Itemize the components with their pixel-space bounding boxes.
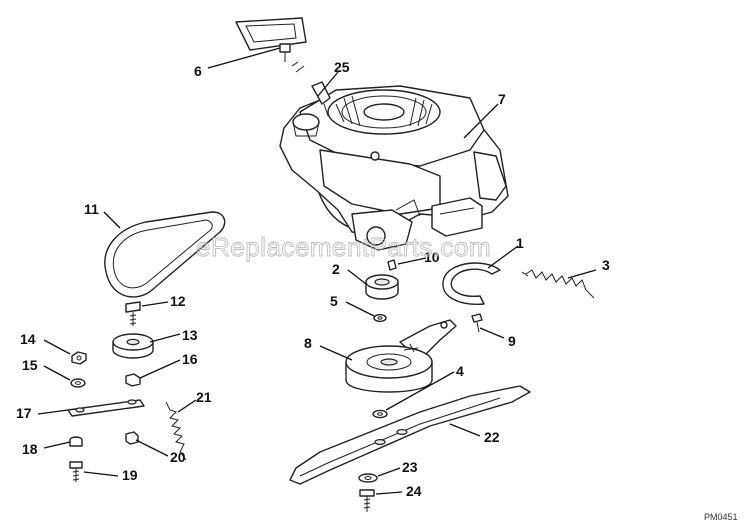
callout-4: 4: [456, 363, 464, 379]
callout-24: 24: [406, 483, 422, 499]
nut-16-illustration: [125, 373, 141, 387]
callout-13: 13: [182, 327, 198, 343]
pulley-13-illustration: [112, 333, 154, 359]
callout-3: 3: [602, 257, 610, 273]
bolt-19-illustration: [69, 461, 83, 482]
callout-22: 22: [484, 429, 500, 445]
callout-21: 21: [196, 389, 212, 405]
callout-17: 17: [16, 405, 32, 421]
belt-illustration: [104, 211, 226, 298]
washer-15-illustration: [70, 378, 86, 388]
callout-6: 6: [194, 63, 202, 79]
callout-19: 19: [122, 467, 138, 483]
spacer-18-illustration: [69, 436, 83, 447]
spring-3-illustration: [521, 269, 595, 299]
blade-22-illustration: [289, 385, 531, 485]
clutch-ring-1-illustration: [442, 262, 501, 305]
callout-20: 20: [170, 449, 186, 465]
bolt-24-illustration: [359, 489, 375, 512]
callout-8: 8: [304, 335, 312, 351]
callout-2: 2: [332, 261, 340, 277]
callout-12: 12: [170, 293, 186, 309]
callout-5: 5: [330, 293, 338, 309]
bolt-12-illustration: [125, 301, 141, 326]
figure-code: PM0451: [704, 512, 738, 522]
callout-11: 11: [84, 201, 99, 217]
key-10-illustration: [387, 259, 397, 271]
callout-25: 25: [334, 59, 350, 75]
callout-9: 9: [508, 333, 516, 349]
callout-23: 23: [402, 459, 418, 475]
engine-illustration: [279, 85, 509, 251]
callout-1: 1: [516, 235, 524, 251]
callout-7: 7: [498, 91, 506, 107]
callout-16: 16: [182, 351, 198, 367]
callout-10: 10: [424, 249, 440, 265]
spring-21-illustration: [165, 401, 187, 461]
screw-9-illustration: [471, 313, 483, 333]
nut-20-illustration: [125, 431, 139, 445]
pulley-2-illustration: [365, 274, 399, 300]
callouts: 1 2 3 4 5 6 7 8 9 10 11 12 13 14 15 16 1…: [16, 59, 610, 499]
leader-lines: [37, 47, 597, 495]
nut-14-illustration: [71, 351, 87, 365]
dipstick-handle-illustration: [235, 17, 307, 62]
callout-18: 18: [22, 441, 38, 457]
bracket-17-illustration: [67, 399, 145, 417]
washer-4-illustration: [372, 409, 388, 419]
callout-14: 14: [20, 331, 36, 347]
callout-15: 15: [22, 357, 38, 373]
washer-5-illustration: [373, 313, 387, 323]
watermark: eReplacementParts.com: [196, 232, 491, 262]
clutch-8-illustration: [345, 319, 457, 393]
washer-23-illustration: [358, 473, 378, 483]
